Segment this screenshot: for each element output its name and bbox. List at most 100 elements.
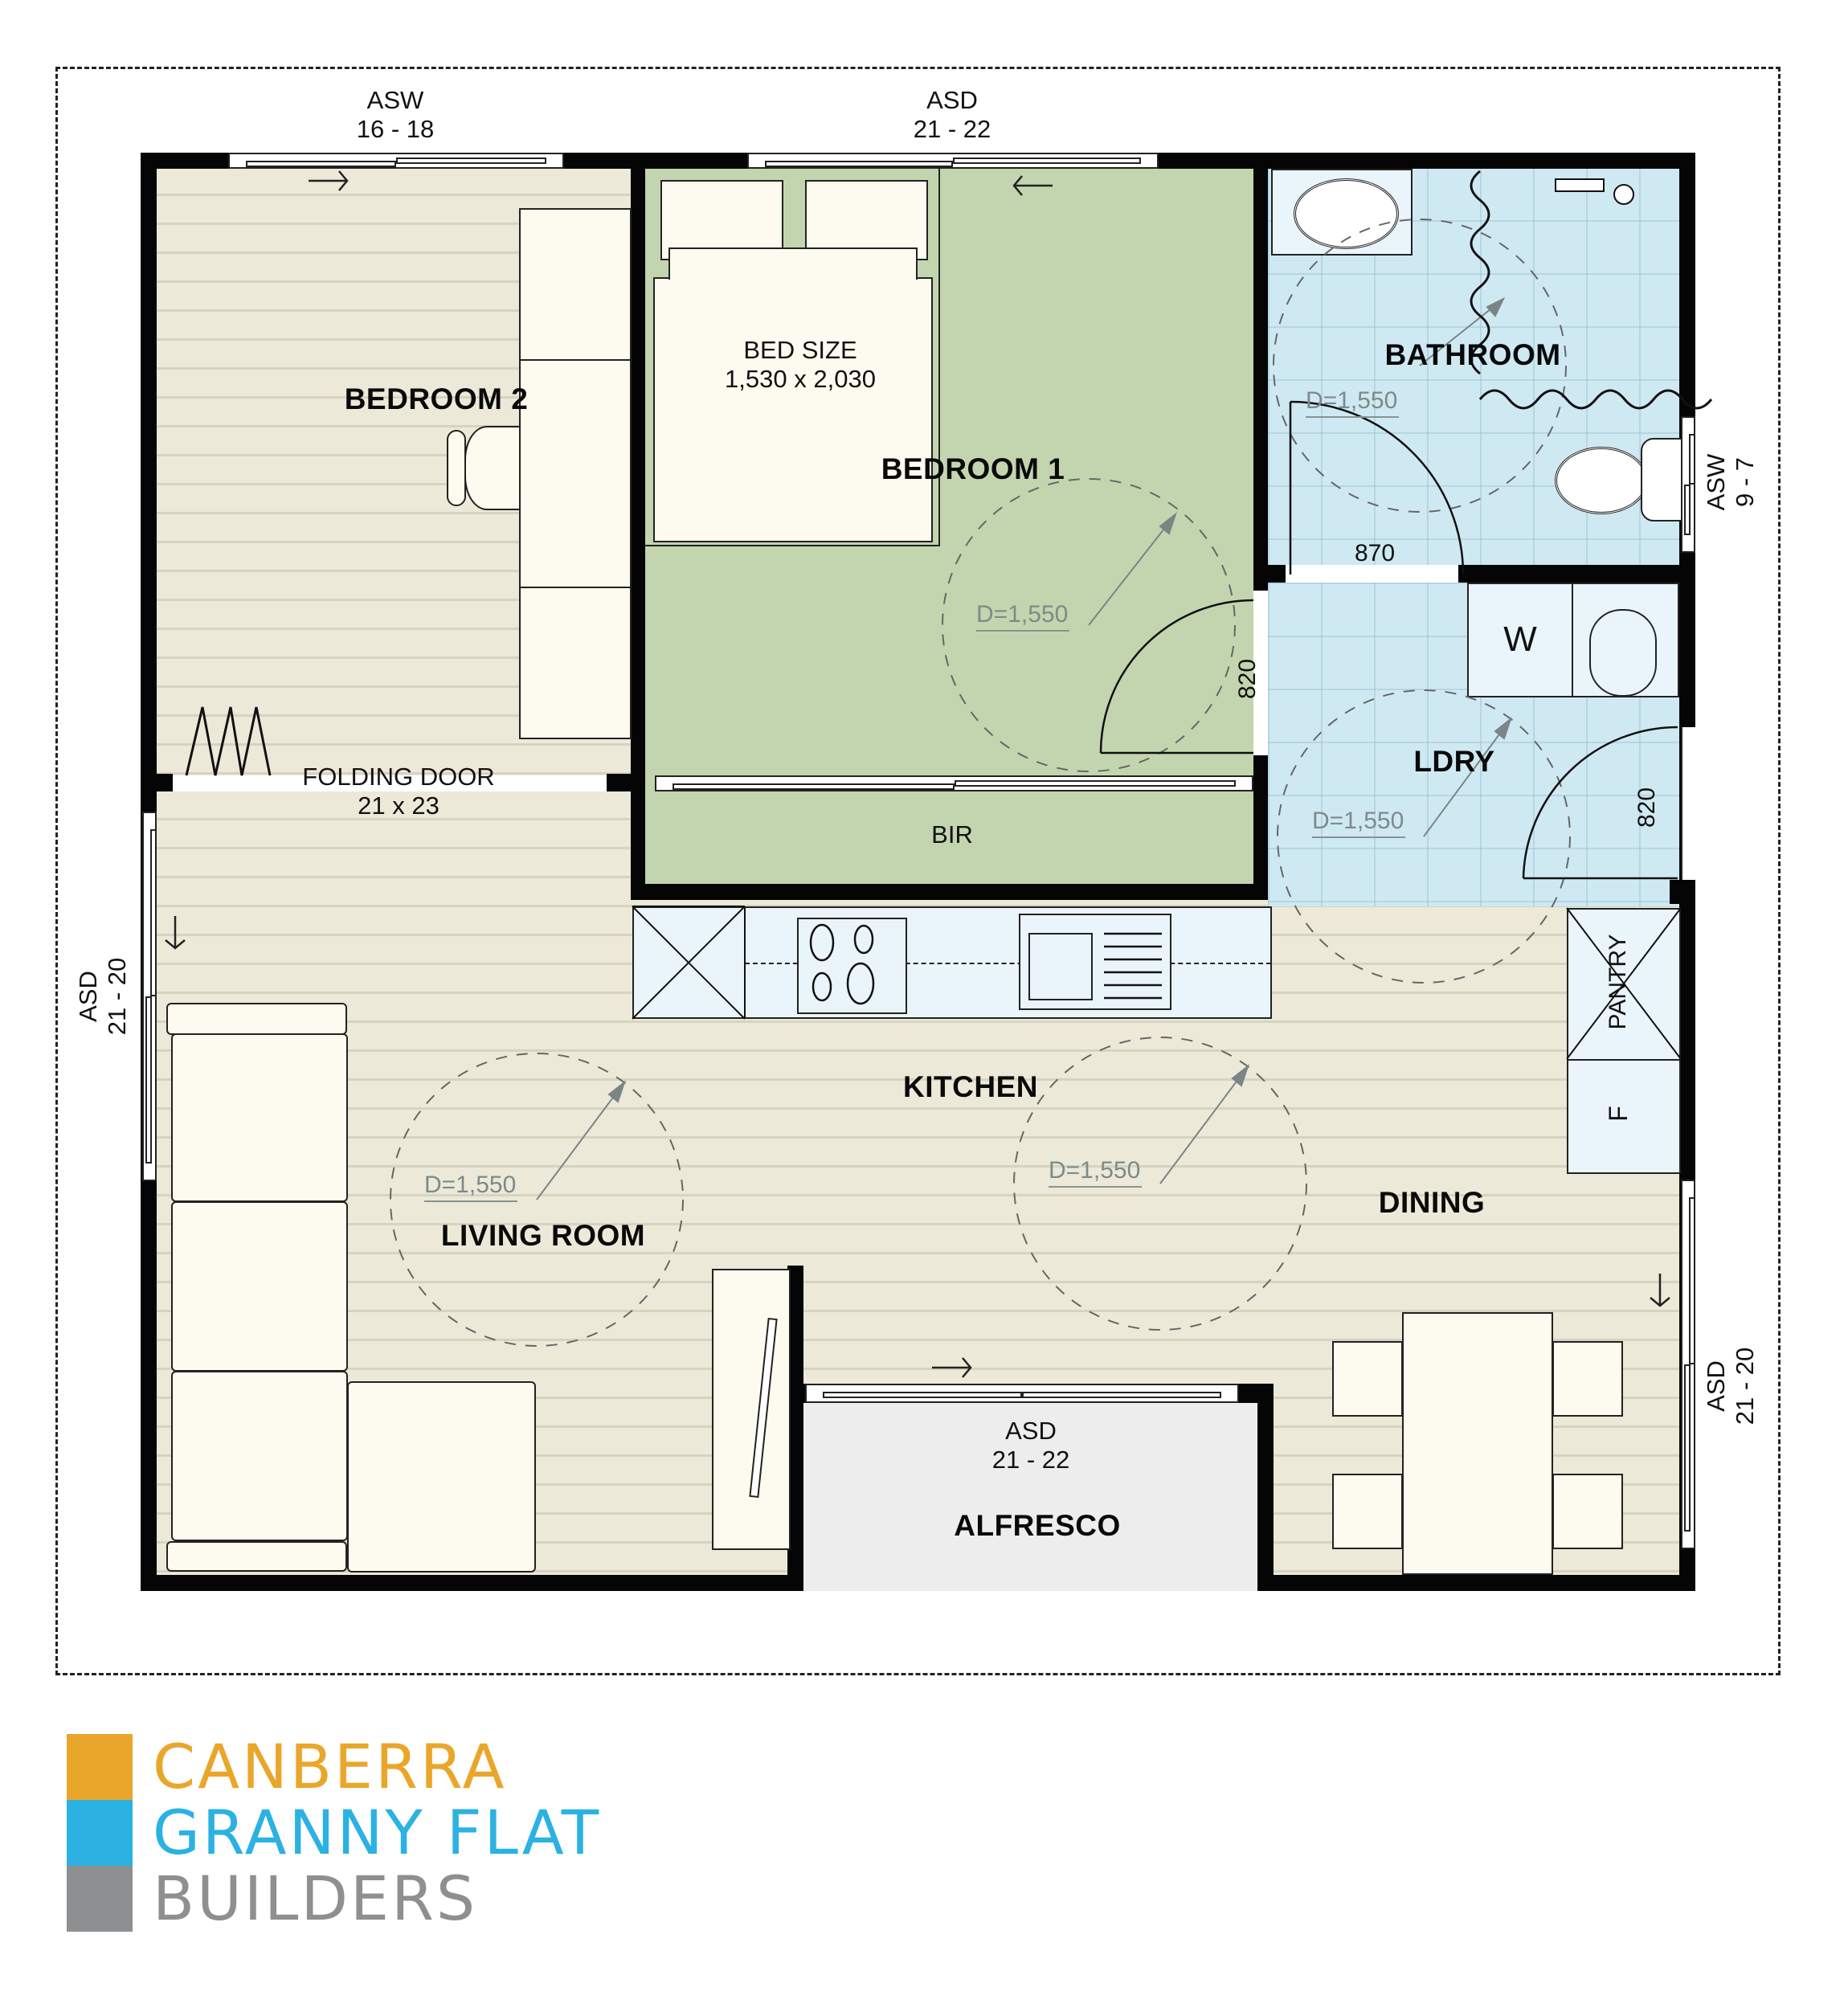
sliding-direction-arrows [165, 170, 1670, 1378]
sofa-arm-top [166, 1003, 347, 1035]
opening-type: ASD [74, 971, 102, 1022]
turning-label-laundry: D=1,550 [1312, 808, 1406, 838]
shower-mixer-icon [1555, 178, 1605, 192]
turning-circle-bathroom [1273, 219, 1567, 513]
bedroom2-cabinet-top [519, 208, 632, 361]
opening-type: ASD [1005, 1417, 1057, 1445]
room-label-dining: DINING [1378, 1186, 1486, 1219]
shower-curtain-vertical [1470, 170, 1490, 375]
wall-bir-bottom [631, 884, 1268, 900]
cooktop-burners [809, 923, 875, 1005]
pantry-label: PANTRY [1605, 934, 1631, 1030]
bir-sliding-doors [655, 775, 1253, 791]
bed-size-label: BED SIZE 1,530 x 2,030 [725, 336, 876, 394]
bathroom-door-opening [1286, 567, 1458, 580]
turning-circle-kitchen [1013, 1037, 1307, 1331]
dining-chair-1 [1332, 1341, 1403, 1417]
opening-type: ASW [366, 86, 424, 114]
logo-line-canberra: CANBERRA [153, 1731, 507, 1802]
bed-duvet-top [668, 247, 918, 280]
room-label-living-room: LIVING ROOM [440, 1219, 646, 1252]
fridge-label: F [1604, 1106, 1633, 1122]
room-label-alfresco: ALFRESCO [954, 1509, 1121, 1542]
wall-alfresco-top-left [787, 1384, 805, 1403]
wall-alfresco-right [1257, 1384, 1274, 1591]
wall-alfresco-left [787, 1266, 803, 1591]
dining-chair-3 [1332, 1474, 1403, 1549]
laundry-door-arc [1522, 726, 1678, 879]
room-label-laundry: LDRY [1413, 745, 1495, 778]
label-asw-top-left: ASW 16 - 18 [357, 86, 435, 144]
door-asd-dining [1681, 1180, 1695, 1549]
door-asd-living [142, 812, 157, 1181]
bed [645, 169, 940, 546]
fridge [1567, 1059, 1681, 1174]
office-chair-back [447, 430, 466, 506]
opening-size: 21 - 20 [103, 957, 131, 1036]
wall-bed1-ldry-lower [1253, 755, 1268, 900]
dining-table [1402, 1312, 1553, 1575]
sofa-seat-1 [171, 1033, 348, 1202]
folding-door-size: 21 x 23 [358, 791, 440, 820]
opening-type: ASD [926, 86, 978, 114]
door-asd-bedroom1 [747, 153, 1159, 169]
turning-circle-laundry [1277, 689, 1571, 984]
kitchen-bench-dashed-line [745, 963, 1271, 964]
room-label-bathroom: BATHROOM [1384, 338, 1561, 371]
bed-mattress [653, 277, 933, 542]
washer [1467, 583, 1573, 697]
basin-icon [1294, 178, 1399, 249]
pantry-cross [1566, 907, 1682, 1060]
bedroom1-door-opening [1256, 591, 1267, 755]
dining-chair-2 [1552, 1341, 1623, 1417]
turning-label-bathroom: D=1,550 [1306, 387, 1400, 418]
label-asd-left-living: ASD 21 - 20 [74, 958, 132, 1036]
logo-line-granny-flat: GRANNY FLAT [153, 1797, 602, 1868]
logo-bar-orange [67, 1734, 133, 1800]
dim-laundry-door: 820 [1633, 787, 1660, 828]
label-asd-right-dining: ASD 21 - 20 [1702, 1348, 1760, 1425]
corner-cabinet-cross [632, 906, 746, 1020]
turning-label-bedroom1: D=1,550 [976, 601, 1070, 632]
opening-size: 9 - 7 [1731, 456, 1759, 508]
opening-size: 21 - 22 [991, 1446, 1070, 1474]
door-asd-alfresco [805, 1384, 1239, 1403]
turning-label-kitchen: D=1,550 [1049, 1157, 1143, 1188]
dim-bedroom1-door: 820 [1234, 658, 1261, 700]
wall-bath-ldry-right [1458, 565, 1691, 583]
laundry-tub-bowl-icon [1589, 609, 1657, 697]
shower-head-icon [1613, 184, 1634, 205]
sofa-chaise [347, 1381, 536, 1573]
room-label-kitchen: KITCHEN [903, 1070, 1038, 1103]
wall-bed2-bottom-right [607, 774, 645, 791]
room-label-bir: BIR [931, 820, 973, 849]
wall-bath-ldry-left [1253, 565, 1286, 583]
bathroom-door-arc [1290, 400, 1465, 575]
opening-type: ASD [1702, 1360, 1730, 1412]
shower-curtain-horizontal [1478, 389, 1713, 410]
opening-type: ASW [1702, 453, 1730, 511]
opening-size: 21 - 20 [1731, 1347, 1759, 1425]
wall-bed2-bed1 [631, 153, 645, 900]
wall-bed1-bath [1253, 153, 1268, 591]
toilet-bowl-icon [1555, 447, 1648, 514]
logo-color-bar [67, 1734, 133, 1932]
folding-door-panels [185, 706, 272, 776]
sofa-arm-bottom [166, 1541, 347, 1572]
bedroom2-desk [519, 359, 632, 588]
bed-size-title: BED SIZE [743, 336, 857, 364]
logo-line-builders: BUILDERS [153, 1863, 478, 1934]
bedroom1-door-arc [1099, 599, 1254, 754]
sink-drainer [1104, 932, 1162, 1000]
label-asw-right-bathroom: ASW 9 - 7 [1702, 454, 1760, 511]
wall-ldry-right-lower [1670, 880, 1695, 904]
wall-bottom-left [141, 1575, 803, 1591]
wall-bottom-right [1257, 1575, 1695, 1591]
window-asw-bedroom2 [228, 153, 564, 169]
washer-label: W [1503, 620, 1537, 659]
alfresco-floor [803, 1402, 1257, 1591]
label-asd-alfresco: ASD 21 - 22 [992, 1417, 1070, 1474]
wall-bed2-bottom-left [141, 774, 173, 791]
logo-bar-blue [67, 1800, 133, 1866]
